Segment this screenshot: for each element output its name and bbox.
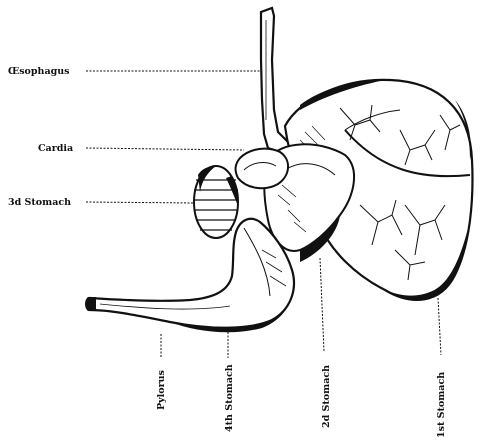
- second-stomach-leader: [320, 258, 324, 352]
- fourth-stomach-label: 4th Stomach: [224, 364, 235, 432]
- oesophagus-label: Œsophagus: [8, 66, 70, 77]
- second-stomach-label: 2d Stomach: [321, 365, 332, 428]
- cardia-organ: [236, 149, 289, 189]
- pylorus-label: Pylorus: [156, 370, 167, 410]
- third-stomach-organ: [194, 166, 238, 238]
- fourth-stomach-organ: [85, 219, 294, 332]
- cardia-label: Cardia: [38, 143, 73, 154]
- first-stomach-leader: [438, 298, 441, 355]
- cardia-leader: [86, 148, 244, 150]
- third-stomach-leader: [86, 202, 194, 203]
- third-stomach-label: 3d Stomach: [8, 197, 71, 208]
- first-stomach-label: 1st Stomach: [436, 372, 447, 438]
